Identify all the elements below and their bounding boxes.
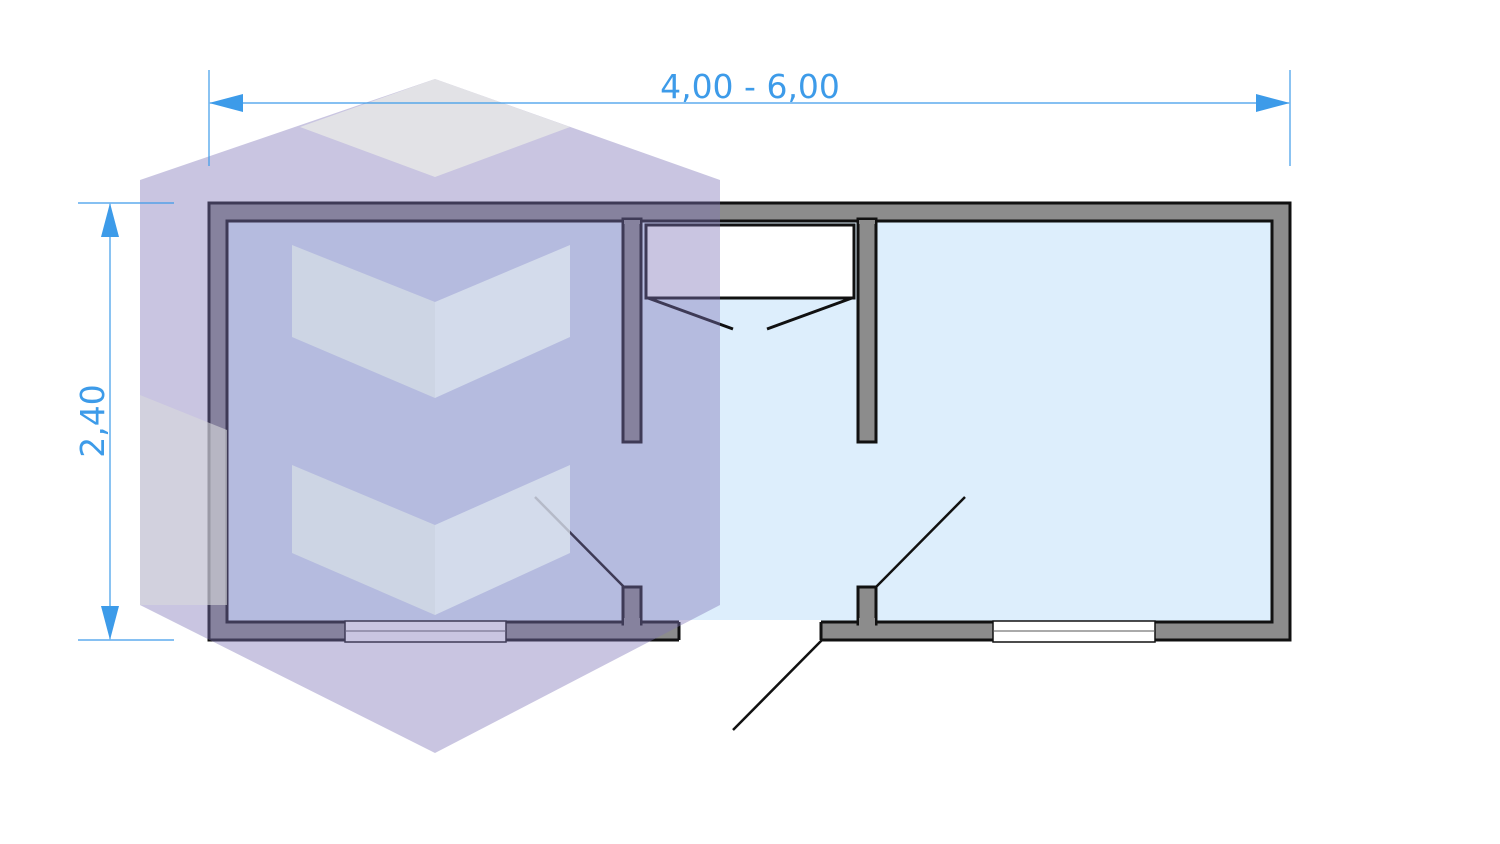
window-right [992,620,1156,643]
isometric-cube-logo [140,79,720,753]
closet [644,223,856,331]
entrance-gap [679,620,821,644]
door-right-room [875,496,966,588]
width-label: 4,00 - 6,00 [660,67,840,106]
partition-walls [621,217,878,626]
arrow-up-icon [101,203,119,237]
closet-door-right [766,296,853,331]
window-left [344,620,507,643]
closet-door-left [647,296,734,331]
height-dimension: 2,40 [73,202,174,641]
arrow-down-icon [101,606,119,640]
arrow-right-icon [1256,94,1290,112]
door-entrance [732,639,823,731]
width-dimension: 4,00 - 6,00 [208,67,1291,166]
arrow-left-icon [209,94,243,112]
height-label: 2,40 [73,384,112,457]
